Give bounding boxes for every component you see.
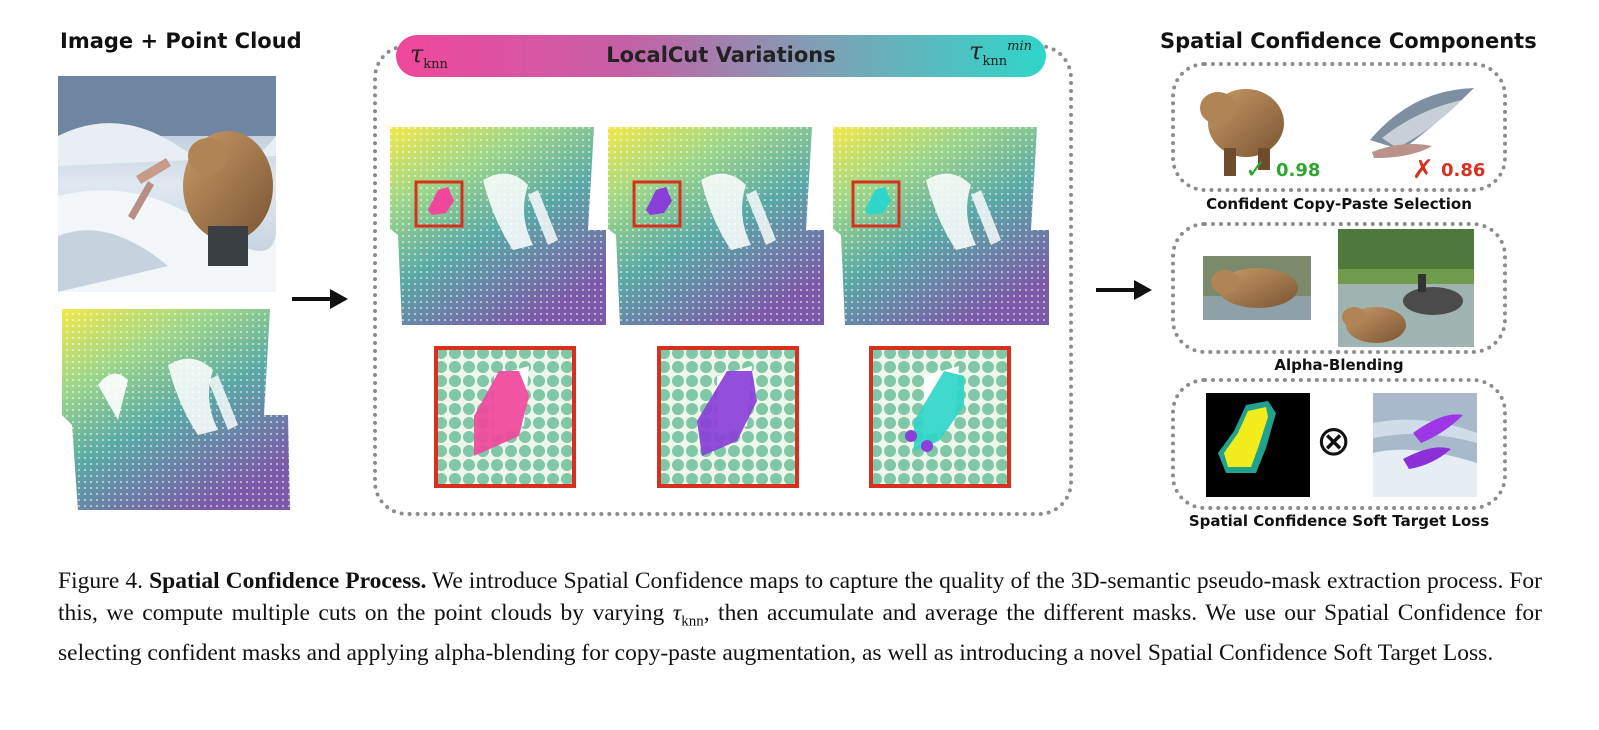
confidence-mask-image (1206, 393, 1310, 497)
variation-mask-2 (646, 187, 672, 215)
variation-point-cloud-1 (388, 125, 608, 327)
variation-mask-3 (865, 187, 891, 215)
variation-mask-1 (428, 187, 454, 215)
bear-in-water-image (1203, 256, 1311, 320)
alpha-blending-label: Alpha-Blending (1274, 356, 1404, 374)
alpha-blending-panel (1171, 222, 1507, 354)
accept-score: 0.98 (1276, 160, 1321, 181)
localcut-gradient-bar: τknn LocalCut Variations τknnmin (396, 35, 1046, 77)
caption-tau-sub: knn (681, 613, 704, 630)
tau-knn-min-label: τknnmin (969, 37, 1032, 69)
zoom-crop-2 (657, 346, 799, 488)
cross-icon: ✗ (1412, 155, 1434, 185)
arrow-center-to-right (1096, 278, 1154, 307)
bear-waterfall-image (58, 76, 276, 292)
caption-tau: τ (672, 599, 682, 626)
variation-point-cloud-2 (606, 125, 826, 327)
soft-target-loss-panel (1171, 378, 1507, 510)
caption-text-1: We introduce Spatial Confidence maps to … (58, 568, 1543, 626)
left-point-cloud (58, 305, 293, 515)
variation-point-cloud-3 (831, 125, 1051, 327)
tau-knn-label: τknn (410, 40, 448, 72)
zoom-crop-3 (869, 346, 1011, 488)
reject-score: 0.86 (1441, 160, 1486, 181)
soft-target-loss-label: Spatial Confidence Soft Target Loss (1188, 512, 1490, 530)
center-title: LocalCut Variations (606, 43, 836, 67)
arrow-left-to-center (292, 287, 350, 316)
figure-label: Figure 4. (58, 568, 144, 594)
copy-paste-label: Confident Copy-Paste Selection (1206, 195, 1472, 213)
right-title: Spatial Confidence Components (1160, 29, 1537, 53)
bear-cutout-image (1196, 78, 1286, 178)
fish-cutout-image (1362, 80, 1482, 160)
caption-text-2: , then accumulate and average the differ… (58, 599, 1542, 666)
left-title: Image + Point Cloud (60, 29, 302, 53)
copy-paste-panel (1171, 62, 1507, 192)
zoom-crop-1 (434, 346, 576, 488)
pasted-scene-image (1338, 229, 1474, 347)
figure-caption: Figure 4. Spatial Confidence Process. We… (58, 566, 1542, 669)
check-icon: ✓ (1245, 155, 1267, 185)
predicted-mask-image (1373, 393, 1477, 497)
caption-bold-title: Spatial Confidence Process. (149, 568, 427, 594)
otimes-operator: ⊗ (1316, 416, 1352, 465)
